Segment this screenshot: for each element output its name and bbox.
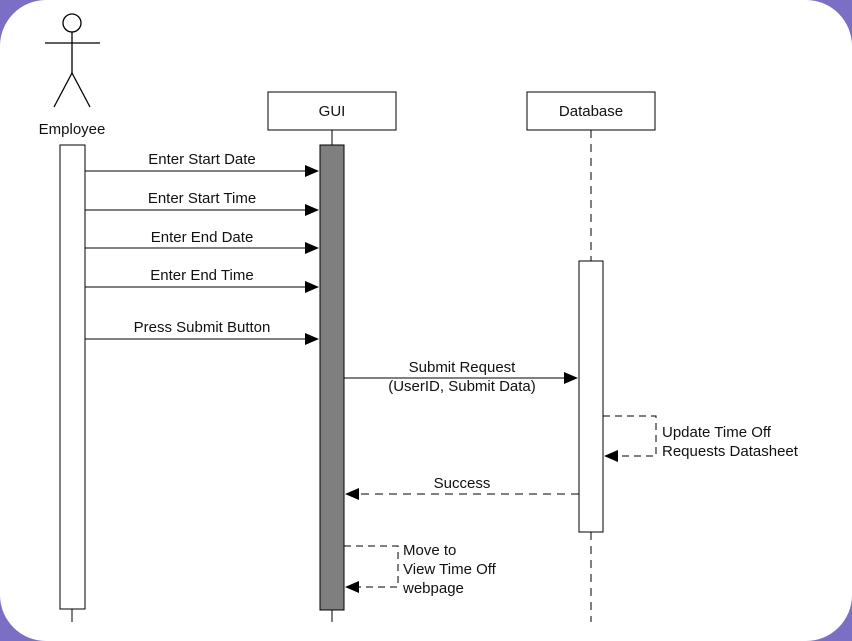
message-label-line-2: View Time Off [403, 561, 497, 578]
message-label-line-2: Requests Datasheet [662, 443, 799, 460]
message-success: Success [345, 475, 579, 500]
message-label-line-1: Move to [403, 542, 456, 559]
self-call-arrow [344, 545, 399, 593]
stick-figure-icon [45, 13, 100, 108]
database-participant: Database [526, 91, 656, 622]
database-activation-bar [578, 260, 604, 533]
message-enter-start-time: Enter Start Time [85, 190, 319, 216]
message-label-line-2: (UserID, Submit Data) [388, 378, 536, 395]
message-label-line-1: Update Time Off [662, 424, 772, 441]
gui-participant: GUI [267, 91, 397, 622]
message-label: Success [434, 475, 491, 492]
message-move-to-view-time-off: Move to View Time Off webpage [344, 542, 497, 597]
self-call-arrow [603, 415, 657, 462]
gui-label: GUI [319, 103, 346, 120]
employee-label: Employee [39, 121, 106, 138]
employee-activation-bar [59, 144, 86, 610]
message-label: Enter End Date [151, 229, 254, 246]
message-submit-request: Submit Request (UserID, Submit Data) [344, 359, 578, 395]
message-press-submit-button: Press Submit Button [85, 319, 319, 345]
message-label: Enter Start Time [148, 190, 256, 207]
message-label: Enter Start Date [148, 151, 256, 168]
gui-activation-bar [319, 144, 345, 611]
gui-box [267, 91, 397, 131]
message-update-datasheet: Update Time Off Requests Datasheet [603, 415, 799, 462]
message-enter-end-date: Enter End Date [85, 229, 319, 254]
message-enter-end-time: Enter End Time [85, 267, 319, 293]
employee-actor: Employee [39, 13, 106, 138]
message-label-line-1: Submit Request [409, 359, 517, 376]
message-label: Enter End Time [150, 267, 253, 284]
message-enter-start-date: Enter Start Date [85, 151, 319, 177]
database-label: Database [559, 103, 623, 120]
message-label: Press Submit Button [134, 319, 271, 336]
message-label-line-3: webpage [402, 580, 464, 597]
database-box [526, 91, 656, 131]
